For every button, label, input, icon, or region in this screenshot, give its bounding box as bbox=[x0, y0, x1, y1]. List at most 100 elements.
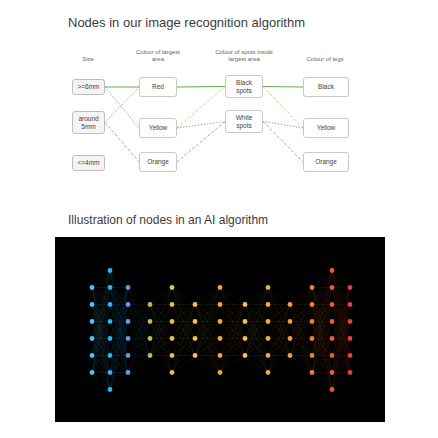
network-line bbox=[110, 287, 128, 288]
network-line bbox=[128, 305, 150, 356]
network-line bbox=[268, 288, 290, 356]
network-dot bbox=[218, 302, 223, 307]
network-line bbox=[172, 304, 195, 305]
network-dot bbox=[218, 319, 223, 324]
network-dot bbox=[330, 353, 335, 358]
network-line bbox=[128, 305, 150, 339]
feature-box: Black bbox=[303, 77, 349, 97]
network-line bbox=[92, 305, 110, 390]
network-dot bbox=[126, 285, 131, 290]
network-line bbox=[332, 356, 350, 390]
network-line bbox=[290, 288, 312, 356]
node-text: Red bbox=[152, 83, 164, 90]
network-line bbox=[110, 339, 128, 390]
network-line bbox=[332, 271, 350, 339]
network-dot bbox=[90, 370, 95, 375]
network-dot bbox=[288, 319, 293, 324]
network-line bbox=[220, 288, 245, 322]
network-line bbox=[110, 288, 128, 390]
network-dot bbox=[218, 370, 223, 375]
network-line bbox=[312, 305, 332, 390]
network-dot bbox=[310, 285, 315, 290]
network-line bbox=[128, 288, 150, 322]
network-dot bbox=[170, 302, 175, 307]
network-line bbox=[220, 339, 245, 373]
connector bbox=[105, 87, 139, 128]
network-line bbox=[312, 305, 332, 373]
network-dot bbox=[243, 319, 248, 324]
network-line bbox=[290, 305, 312, 373]
network-line bbox=[128, 305, 150, 373]
network-line bbox=[290, 288, 312, 322]
network-line bbox=[245, 305, 268, 356]
network-line bbox=[290, 322, 312, 356]
network-line bbox=[195, 356, 220, 373]
network-line bbox=[195, 322, 220, 356]
network-line bbox=[150, 339, 172, 356]
network-line bbox=[195, 355, 220, 356]
node-text: >=6mm bbox=[77, 83, 99, 90]
network-line bbox=[128, 356, 150, 373]
network-line bbox=[128, 288, 150, 339]
connector bbox=[263, 86, 303, 88]
network-line bbox=[150, 288, 172, 305]
network-dot bbox=[108, 353, 113, 358]
network-dot bbox=[218, 353, 223, 358]
size-box: around 5mm bbox=[72, 111, 105, 134]
network-line bbox=[332, 271, 350, 373]
network-dot bbox=[243, 302, 248, 307]
network-line bbox=[312, 288, 332, 390]
connector bbox=[105, 87, 139, 123]
network-line bbox=[220, 322, 245, 373]
network-dot bbox=[108, 319, 113, 324]
network-line bbox=[195, 339, 220, 356]
network-line bbox=[290, 288, 312, 305]
network-line bbox=[312, 271, 332, 356]
network-line bbox=[128, 305, 150, 322]
feature-box: Black spots bbox=[225, 75, 263, 98]
network-line bbox=[110, 271, 128, 373]
network-line bbox=[332, 288, 350, 373]
network-dot bbox=[288, 302, 293, 307]
network-dot bbox=[243, 336, 248, 341]
network-line bbox=[245, 339, 268, 373]
network-line bbox=[312, 322, 332, 390]
network-line bbox=[268, 288, 290, 339]
network-line bbox=[332, 305, 350, 390]
node-text: <=4mm bbox=[77, 159, 99, 166]
network-dot bbox=[288, 353, 293, 358]
network-dot bbox=[126, 336, 131, 341]
network-line bbox=[92, 271, 110, 339]
network-line bbox=[268, 305, 290, 322]
feature-box: Orange bbox=[303, 152, 349, 172]
network-line bbox=[268, 322, 290, 373]
network-line bbox=[110, 288, 128, 356]
network-line bbox=[150, 305, 172, 356]
network-dot bbox=[330, 302, 335, 307]
network-line bbox=[245, 322, 268, 373]
network-line bbox=[268, 305, 290, 373]
network-line bbox=[195, 322, 220, 356]
network-line bbox=[172, 305, 195, 322]
network-dot bbox=[348, 353, 353, 358]
feature-box: White spots bbox=[225, 110, 263, 133]
network-dot bbox=[330, 268, 335, 273]
network-dot bbox=[90, 302, 95, 307]
network-line bbox=[268, 304, 290, 305]
network-line bbox=[128, 288, 150, 356]
network-dot bbox=[330, 285, 335, 290]
network-line bbox=[128, 305, 150, 356]
network-line bbox=[220, 305, 245, 356]
network-line bbox=[150, 356, 172, 373]
network-dot bbox=[348, 285, 353, 290]
network-line bbox=[312, 339, 332, 373]
network-line bbox=[195, 305, 220, 373]
network-line bbox=[172, 339, 195, 373]
network-dot bbox=[310, 319, 315, 324]
network-dot bbox=[330, 387, 335, 392]
network-line bbox=[220, 356, 245, 373]
network-dot bbox=[243, 353, 248, 358]
network-line bbox=[312, 339, 332, 390]
network-line bbox=[290, 305, 312, 356]
network-line bbox=[220, 304, 245, 305]
